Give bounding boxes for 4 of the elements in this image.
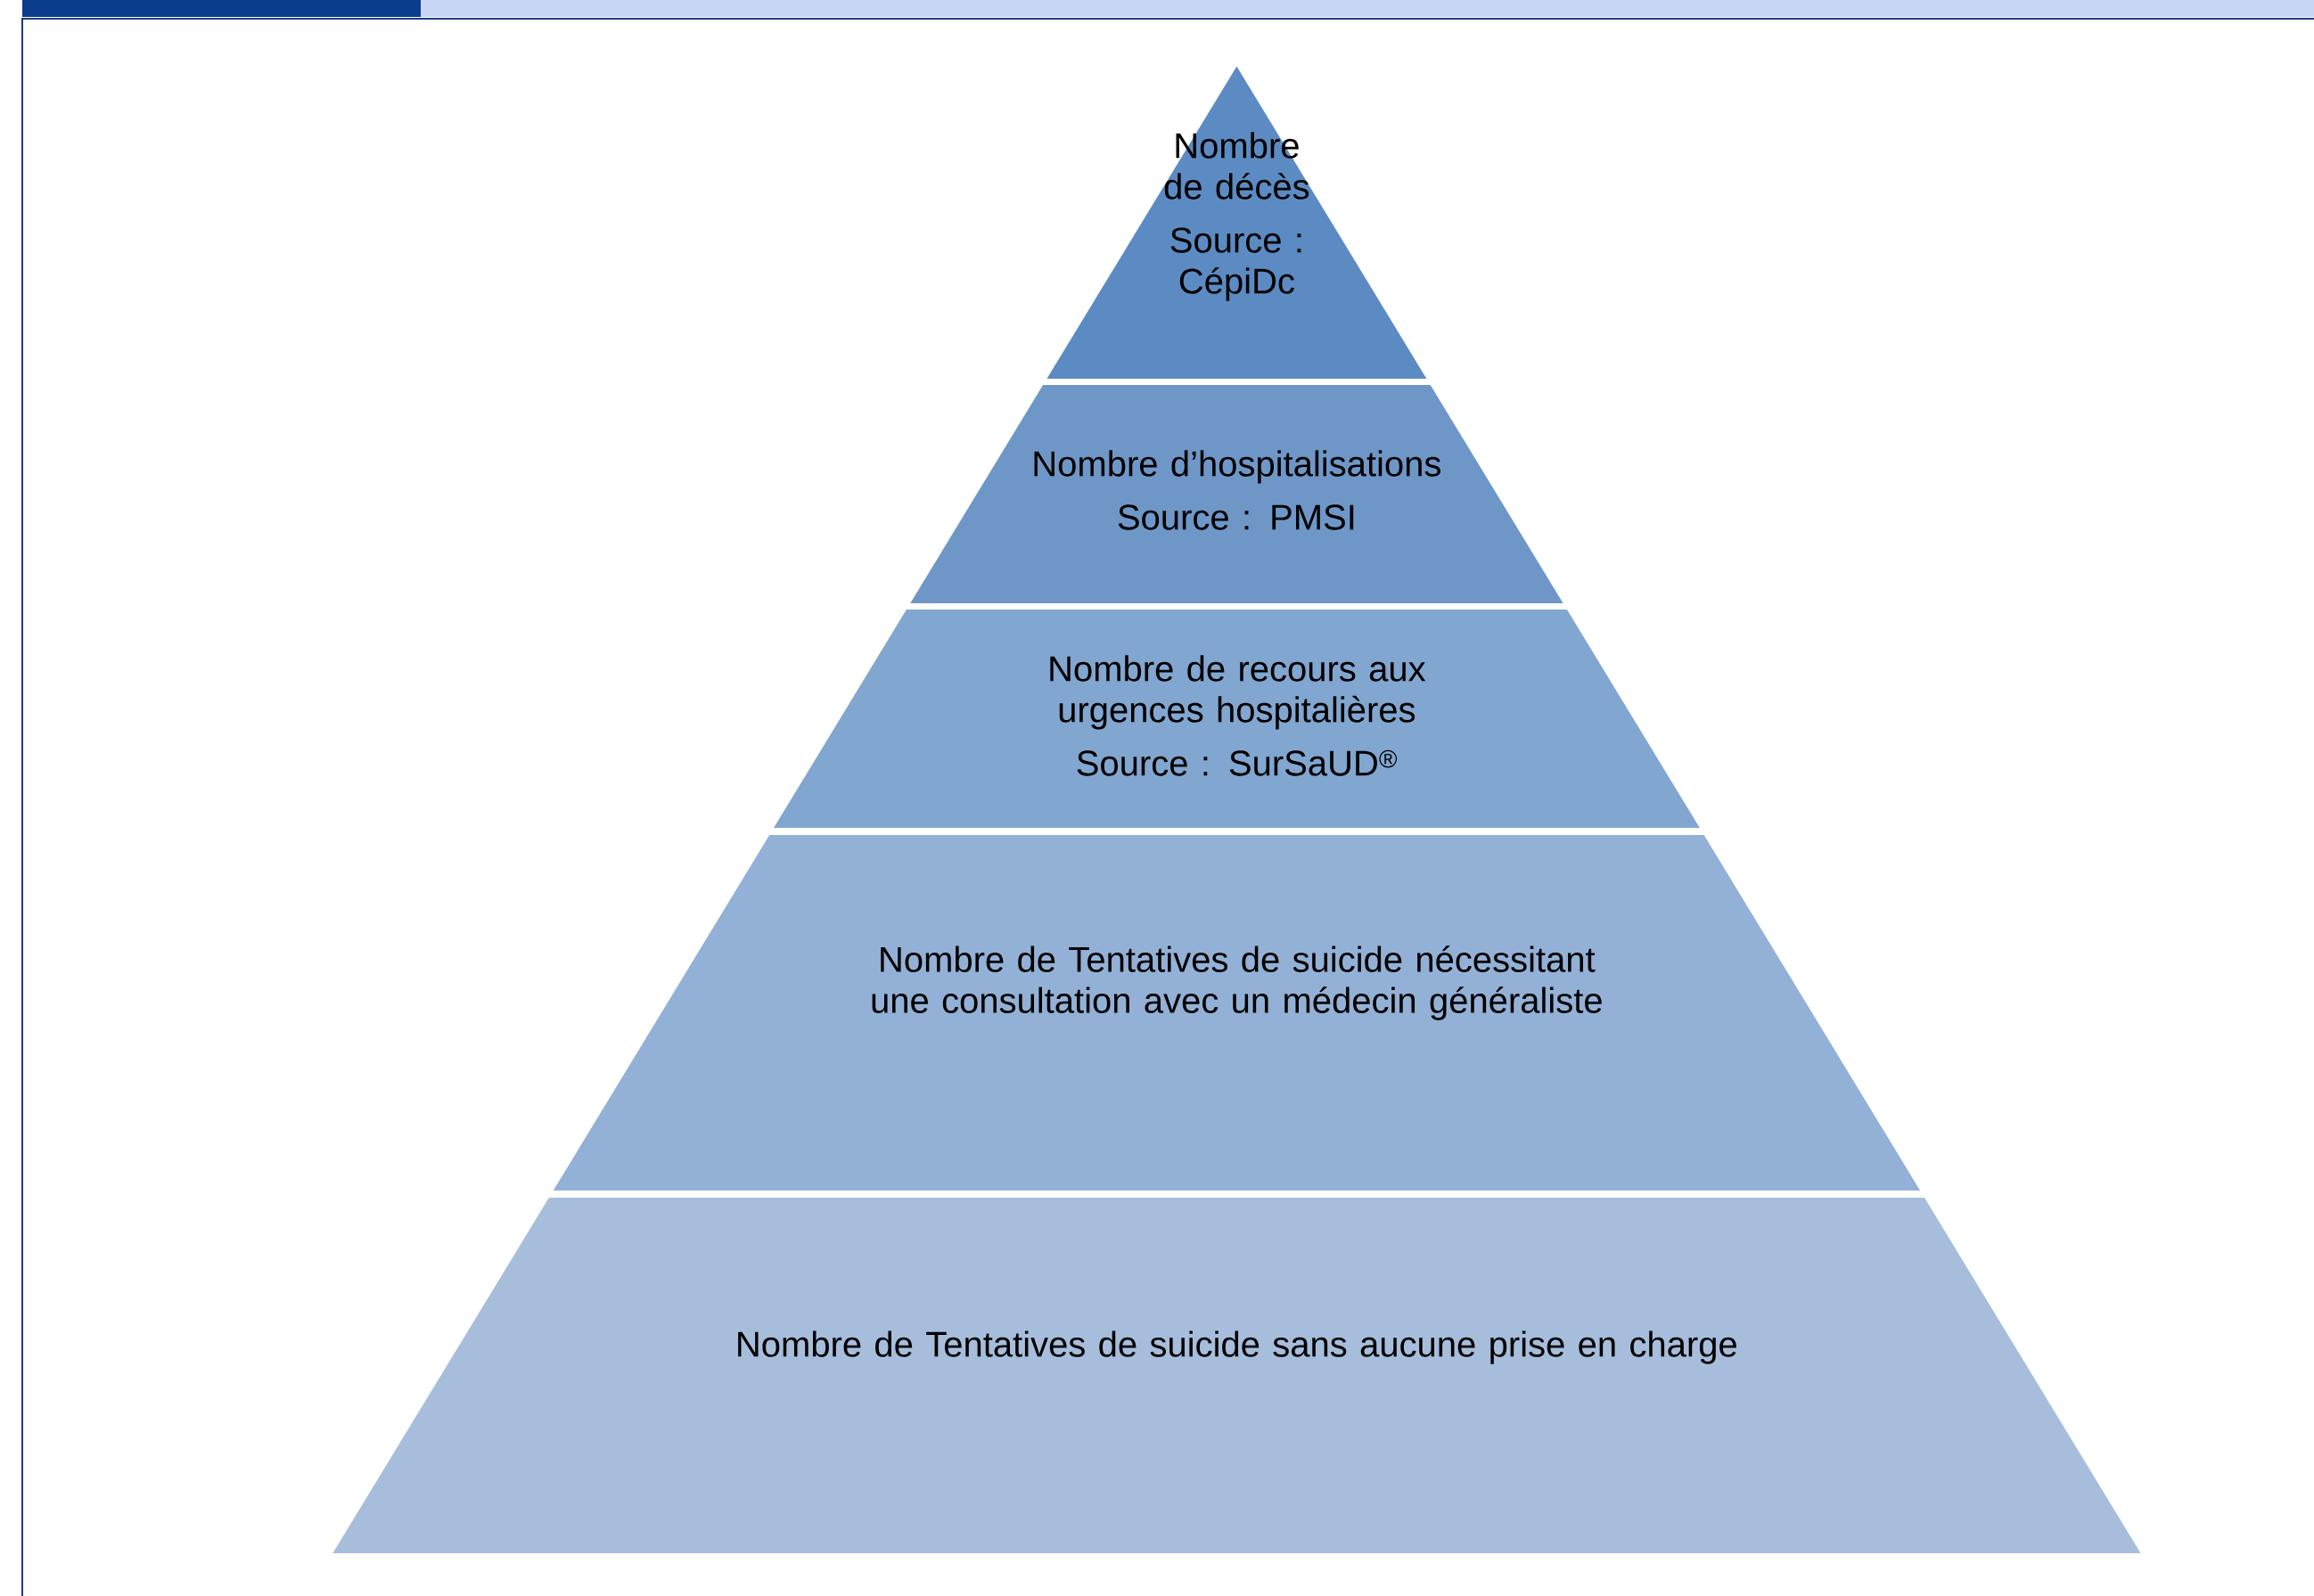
pyramid-level: Nombre de Tentatives de suicide nécessitant une consultation avec un médecin généraliste <box>553 835 1921 1191</box>
pyramid-level: Nombre de Tentatives de suicide sans aucune prise en charge <box>332 1198 2141 1553</box>
pyramid-level: Nombre de recours aux urgences hospitalières Source : SurSaUD$^{®}$ <box>774 610 1700 828</box>
pyramid-level: Nombre d’hospitalisations Source : PMSI <box>910 385 1563 603</box>
